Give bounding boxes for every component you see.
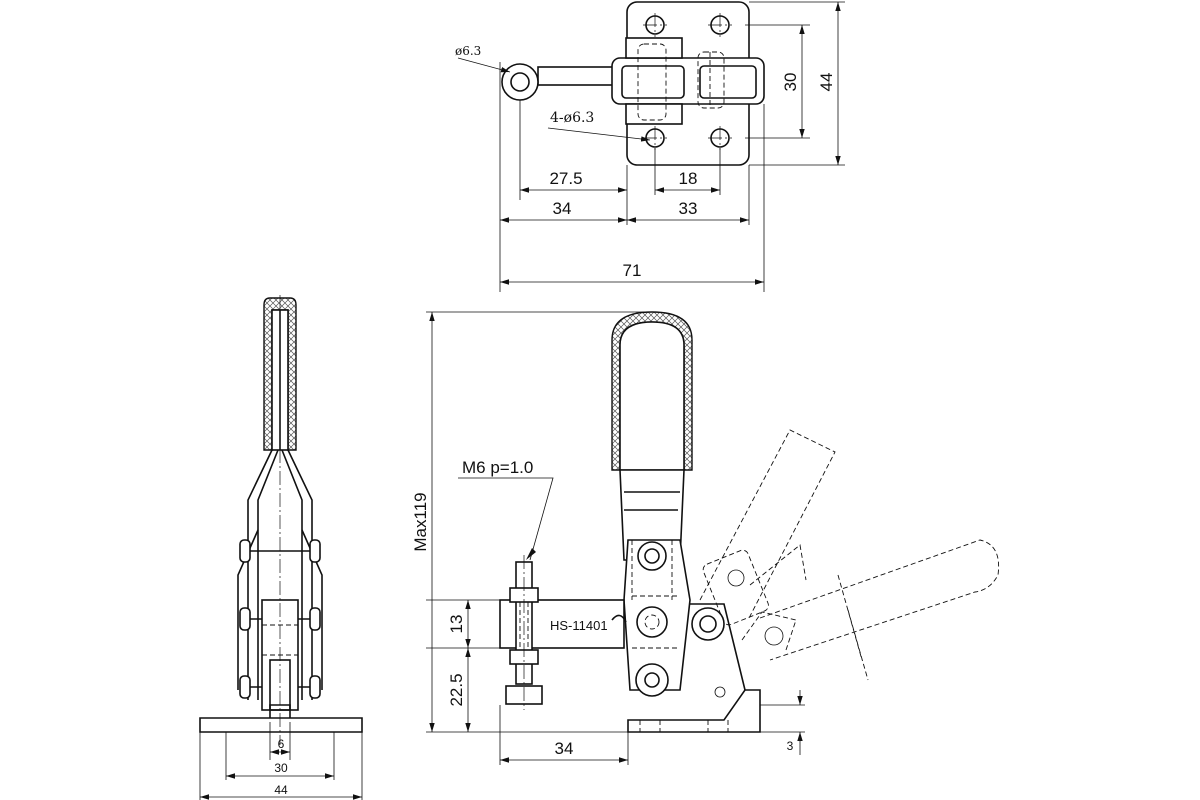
dim-27-5: 27.5 (549, 169, 582, 188)
spindle-eye (501, 63, 539, 101)
front-base (199, 717, 363, 733)
dim-22-5: 22.5 (447, 673, 466, 706)
dim-33: 33 (679, 199, 698, 218)
model-label: HS-11401 (550, 618, 608, 633)
side-base (627, 689, 761, 733)
top-view: ø6.3 4-ø6.3 27.5 18 34 33 71 30 44 (455, 1, 845, 292)
dim-44-front: 44 (274, 783, 288, 797)
dim-max119: Max119 (411, 492, 430, 551)
dim-6: 6 (278, 737, 285, 751)
dim-71: 71 (623, 261, 642, 280)
alternate-handle-positions (699, 429, 1000, 681)
front-view: 6 30 44 (199, 295, 363, 800)
dim-18: 18 (679, 169, 698, 188)
dim-30: 30 (781, 73, 800, 92)
dim-34-side: 34 (555, 739, 574, 758)
dim-34: 34 (553, 199, 572, 218)
dim-44: 44 (817, 73, 836, 92)
hole-diameter-label: ø6.3 (455, 44, 481, 58)
thread-label: M6 p=1.0 (462, 458, 533, 477)
four-hole-diameter-label: 4-ø6.3 (550, 110, 594, 126)
dim-3: 3 (787, 739, 794, 753)
dim-30-front: 30 (274, 761, 288, 775)
side-view: HS-11401 M6 p=1.0 Max119 13 22.5 34 3 (411, 311, 1000, 765)
spindle-bolt (505, 555, 543, 710)
dim-13: 13 (447, 615, 466, 634)
